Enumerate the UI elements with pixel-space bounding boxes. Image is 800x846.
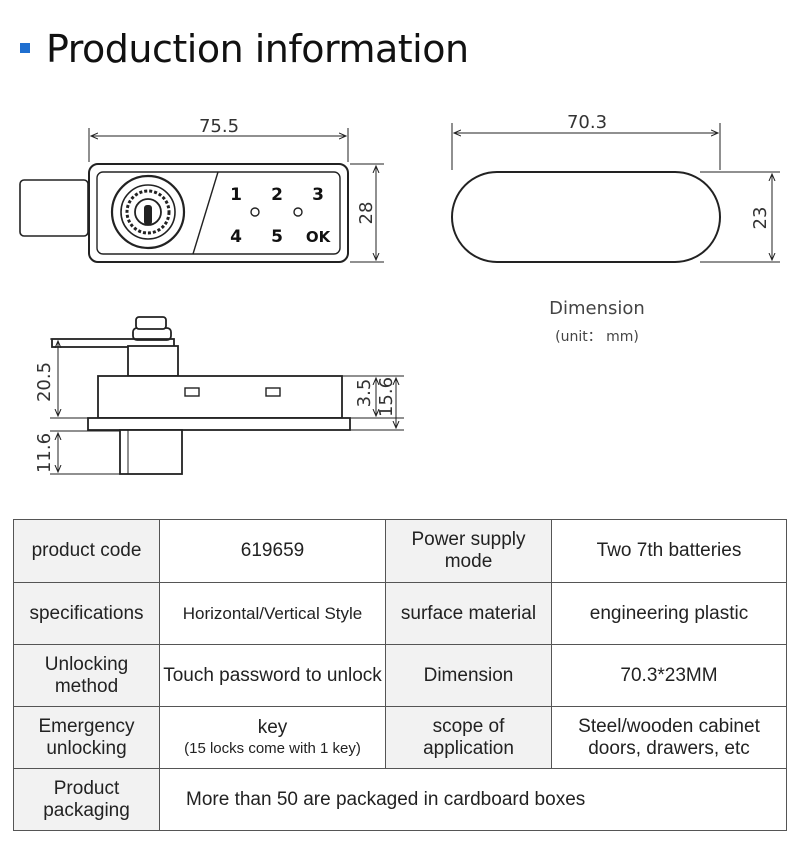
spec-value: key [257,716,288,738]
dim-profile-body: 15.6 [376,377,397,417]
table-row: Emergency unlocking key (15 locks come w… [13,706,787,769]
spec-key: Emergency unlocking [13,706,160,769]
spec-key: scope of application [385,706,552,769]
profile-view [51,316,351,475]
keypad-key-5: 5 [271,227,283,247]
spec-value: 619659 [159,519,386,583]
unit-label: (unit： mm) [555,329,639,345]
lock-icon-2 [293,207,303,217]
keypad-key-2: 2 [271,185,283,205]
spec-key: specifications [13,582,160,645]
dim-profile-bottom: 11.6 [34,433,55,473]
dim-front-width: 75.5 [199,116,239,137]
keypad-key-4: 4 [230,227,242,247]
dim-profile-top: 20.5 [34,362,55,402]
title-bullet [20,43,30,53]
page-title: Production information [46,27,469,71]
spec-value: Steel/wooden cabinet doors, drawers, etc [551,706,787,769]
spec-key: Dimension [385,644,552,707]
dimension-diagram: 1 2 3 4 5 OK 75.5 28 70.3 23 [19,112,780,475]
spec-value-cell: key (15 locks come with 1 key) [159,706,386,769]
spec-value: More than 50 are packaged in cardboard b… [159,768,787,831]
spec-value: Two 7th batteries [551,519,787,583]
front-view [19,163,349,263]
side-view-pill [451,171,721,263]
dim-profile-thin: 3.5 [354,379,375,408]
table-row: specifications Horizontal/Vertical Style… [13,582,787,645]
spec-value: Horizontal/Vertical Style [159,582,386,645]
spec-table: product code 619659 Power supply mode Tw… [13,519,787,831]
table-row: product code 619659 Power supply mode Tw… [13,519,787,583]
keypad-key-3: 3 [312,185,324,205]
front-body [88,163,349,263]
dim-side-width: 70.3 [567,112,607,133]
spec-key: product code [13,519,160,583]
spec-value: engineering plastic [551,582,787,645]
keypad-key-1: 1 [230,185,242,205]
spec-value-note: (15 locks come with 1 key) [184,739,361,757]
key-cylinder-outer [110,174,186,250]
spec-key: surface material [385,582,552,645]
table-row: Product packaging More than 50 are packa… [13,768,787,831]
front-bolt [19,179,89,237]
spec-key: Unlocking method [13,644,160,707]
lock-icon [250,207,260,217]
keypad-key-ok: OK [306,228,332,246]
profile-body [97,375,343,419]
dim-front-height: 28 [356,202,377,225]
spec-value: 70.3*23MM [551,644,787,707]
dimension-label: Dimension [549,298,645,319]
dim-side-height: 23 [750,207,771,230]
keypad: 1 2 3 4 5 OK [230,185,331,247]
front-inner-panel [96,171,341,255]
spec-key: Power supply mode [385,519,552,583]
table-row: Unlocking method Touch password to unloc… [13,644,787,707]
spec-key: Product packaging [13,768,160,831]
spec-value: Touch password to unlock [159,644,386,707]
